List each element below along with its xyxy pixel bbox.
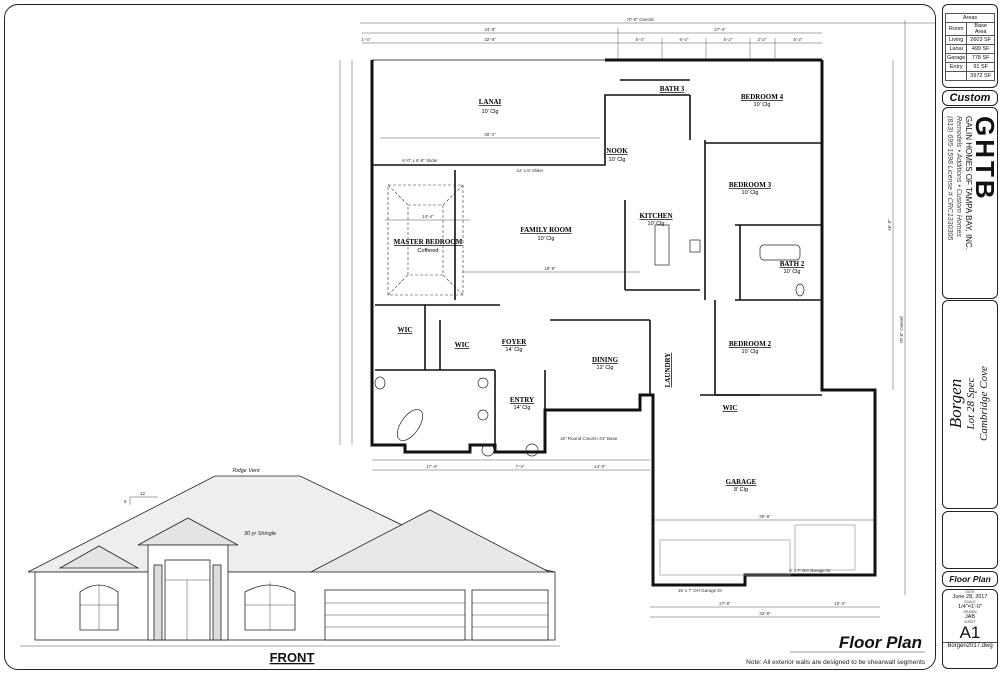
date-value: June 28, 2017	[952, 594, 988, 600]
svg-text:6: 6	[124, 499, 127, 504]
svg-text:32'-8": 32'-8"	[484, 37, 496, 42]
svg-text:10' Clg: 10' Clg	[754, 102, 771, 108]
scale-value: 1/4"=1'-0"	[958, 604, 982, 610]
room-labels: LANAI 10' Clg NOOK 10' Clg BATH 3 BEDROO…	[394, 85, 805, 493]
svg-text:16' x 7' OH Garage Dr: 16' x 7' OH Garage Dr	[678, 588, 723, 593]
svg-text:Ridge Vent: Ridge Vent	[232, 468, 259, 474]
room-label-garage: GARAGE	[726, 478, 757, 486]
fixtures	[374, 224, 856, 576]
company-block: GHTB GALIN HOMES OF TAMPA BAY, INC. Remo…	[942, 107, 998, 299]
svg-text:6'-4": 6'-4"	[680, 37, 689, 42]
svg-text:27'-8": 27'-8"	[719, 601, 731, 606]
company-logo: GHTB	[970, 116, 998, 202]
interior-walls	[372, 59, 822, 445]
sheet-info-block: DATE June 28, 2017 SCALE 1/4"=1'-0" DRAW…	[942, 589, 998, 669]
dimension-labels: 70'-8" Overall 34'-8" 27'-4" 1'-4" 32'-8…	[362, 17, 904, 616]
drawing-sheet-border	[4, 4, 936, 670]
svg-text:10' Clg: 10' Clg	[609, 157, 626, 163]
project-block: Borgen Lot 28 Spec Cambridge Cove	[942, 300, 998, 509]
room-label-bath-3: BATH 3	[660, 85, 685, 93]
custom-label: Custom	[942, 90, 998, 106]
svg-text:2'-2": 2'-2"	[758, 37, 767, 42]
svg-text:10' Clg: 10' Clg	[538, 236, 555, 242]
svg-text:10' Clg: 10' Clg	[482, 109, 499, 115]
drawn-by-value: JAB	[964, 614, 976, 620]
room-label-kitchen: KITCHEN	[639, 212, 672, 220]
svg-text:10' Clg: 10' Clg	[784, 269, 801, 275]
svg-text:14' Clg: 14' Clg	[506, 347, 523, 353]
svg-text:70'-8" Overall: 70'-8" Overall	[899, 317, 904, 344]
svg-text:46'-8": 46'-8"	[887, 219, 892, 231]
room-label-dining: DINING	[592, 356, 619, 364]
svg-text:27'-4": 27'-4"	[714, 27, 726, 32]
svg-text:12: 12	[140, 491, 146, 496]
room-label-master-bedroom: MASTER BEDROOM	[394, 238, 463, 246]
svg-text:10'-4": 10'-4"	[834, 601, 846, 606]
exterior-walls	[370, 58, 877, 587]
svg-text:30 yr Shingle: 30 yr Shingle	[244, 531, 276, 537]
company-name: GALIN HOMES OF TAMPA BAY, INC.	[964, 116, 973, 250]
sheet-number: A1	[959, 623, 981, 642]
svg-text:30'-4": 30'-4"	[484, 132, 496, 137]
sheet-title: Floor Plan	[839, 633, 922, 652]
svg-text:6'-4": 6'-4"	[636, 37, 645, 42]
room-label-bath-2: BATH 2	[780, 260, 805, 268]
room-label-wic: WIC	[723, 404, 738, 412]
svg-text:12' Clg: 12' Clg	[597, 365, 614, 371]
svg-text:10' Clg: 10' Clg	[742, 190, 759, 196]
room-label-bedroom-2: BEDROOM 2	[729, 340, 772, 348]
svg-text:9' x 7' OH Garage Dr: 9' x 7' OH Garage Dr	[789, 568, 831, 573]
svg-text:34'-8": 34'-8"	[484, 27, 496, 32]
svg-text:14' Clg: 14' Clg	[514, 405, 531, 411]
coffered-ceiling	[387, 184, 464, 296]
svg-text:12' x 8' Slider: 12' x 8' Slider	[517, 168, 544, 173]
svg-text:70'-8" Overall: 70'-8" Overall	[627, 17, 654, 22]
svg-text:6'-0" x 6'-8" Slider: 6'-0" x 6'-8" Slider	[402, 158, 438, 163]
svg-text:14'-4": 14'-4"	[422, 214, 434, 219]
room-label-family-room: FAMILY ROOM	[520, 226, 572, 234]
room-label-foyer: FOYER	[502, 338, 527, 346]
svg-text:1'-4": 1'-4"	[362, 37, 371, 42]
svg-text:7'-4": 7'-4"	[516, 464, 525, 469]
floor-plan-drawing: LANAI 10' Clg NOOK 10' Clg BATH 3 BEDROO…	[20, 17, 935, 666]
svg-text:Coffered: Coffered	[418, 248, 439, 254]
svg-text:10' Clg: 10' Clg	[648, 221, 665, 227]
room-label-bedroom-4: BEDROOM 4	[741, 93, 784, 101]
room-label-bedroom-3: BEDROOM 3	[729, 181, 772, 189]
sheet-name-label: Floor Plan	[942, 571, 998, 587]
room-label-wic: WIC	[455, 341, 470, 349]
room-label-nook: NOOK	[606, 147, 628, 155]
svg-text:10' Clg: 10' Clg	[742, 349, 759, 355]
svg-text:32'-8": 32'-8"	[759, 611, 771, 616]
svg-text:16" Round Column 24" Base: 16" Round Column 24" Base	[560, 436, 618, 441]
revisions-block	[942, 511, 998, 569]
shearwall-note: Note: All exterior walls are designed to…	[746, 659, 926, 666]
svg-text:6'-2": 6'-2"	[724, 37, 733, 42]
room-label-wic: WIC	[398, 326, 413, 334]
svg-text:14'-0": 14'-0"	[594, 464, 606, 469]
front-elevation: Ridge Vent 30 yr Shingle 6 12 FRONT	[20, 468, 560, 665]
svg-text:30'-8": 30'-8"	[759, 514, 771, 519]
dimension-lines	[339, 20, 935, 618]
svg-text:8' Clg: 8' Clg	[734, 487, 748, 493]
svg-text:5'-2": 5'-2"	[794, 37, 803, 42]
svg-text:18'-8": 18'-8"	[544, 266, 556, 271]
project-name: Borgen	[946, 378, 965, 429]
room-label-entry: ENTRY	[510, 396, 534, 404]
file-name: Borgen2017.dwg	[943, 642, 997, 649]
room-label-laundry: LAUNDRY	[664, 353, 672, 388]
elevation-title: FRONT	[270, 650, 315, 665]
svg-text:17'-4": 17'-4"	[426, 464, 438, 469]
room-label-lanai: LANAI	[479, 98, 502, 106]
